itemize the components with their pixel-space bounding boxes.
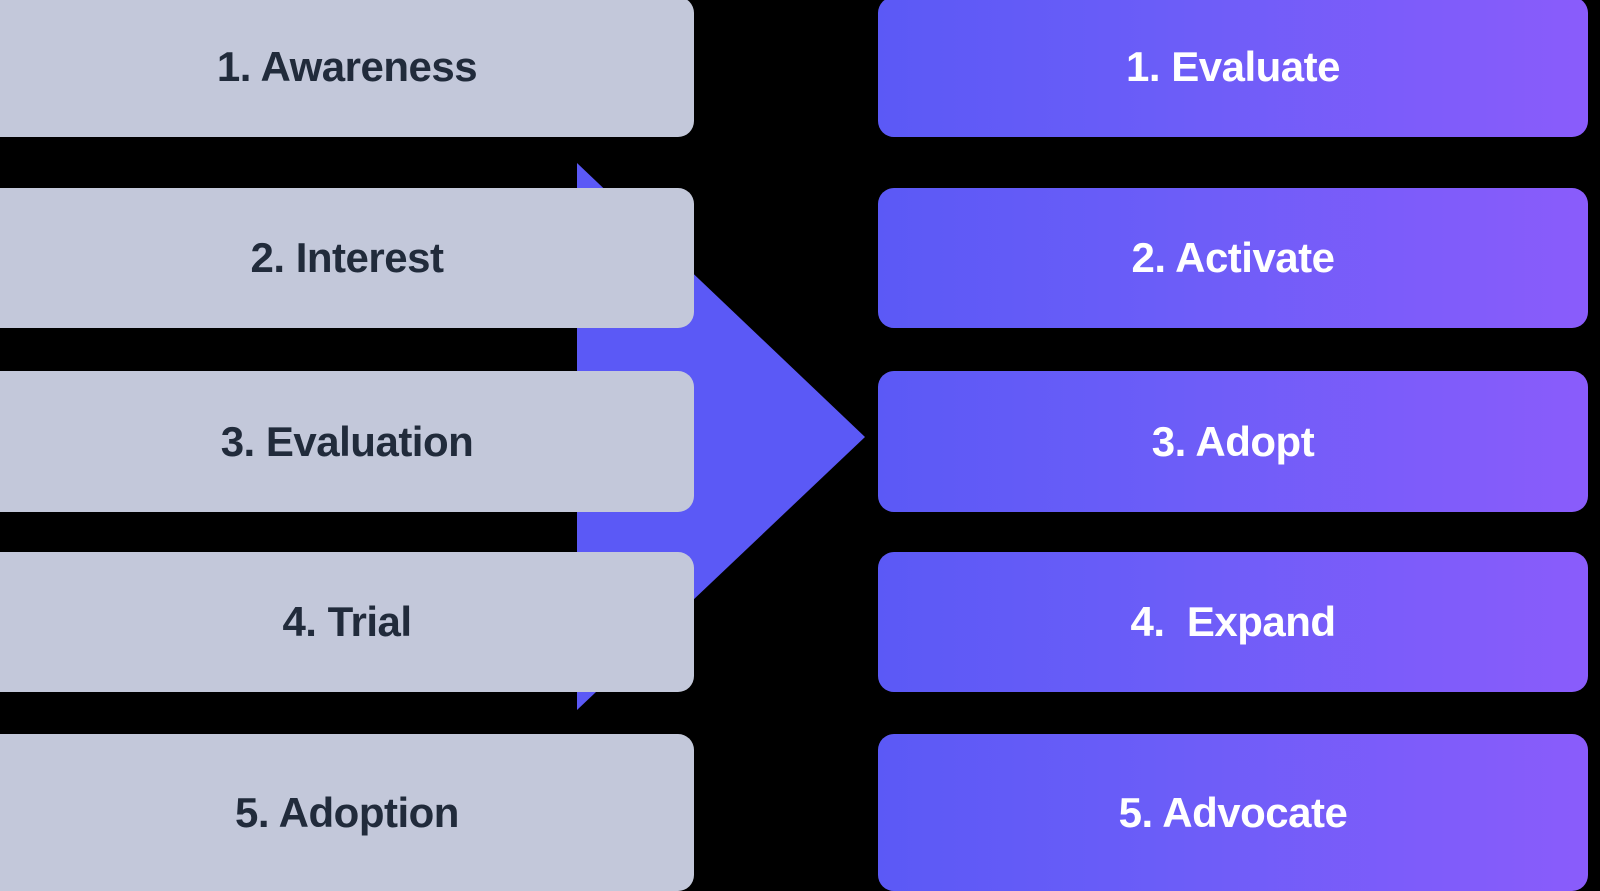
stage-card-advocate[interactable]: 5. Advocate <box>878 734 1588 891</box>
stage-label: 4. Expand <box>1130 598 1336 645</box>
stage-label: 2. Interest <box>250 234 444 281</box>
stage-card-adopt[interactable]: 3. Adopt <box>878 371 1588 512</box>
stage-card-expand[interactable]: 4. Expand <box>878 552 1588 692</box>
stage-label: 5. Adoption <box>235 788 459 836</box>
stage-card-trial[interactable]: 4. Trial <box>0 552 694 692</box>
stage-card-interest[interactable]: 2. Interest <box>0 188 694 328</box>
stage-label: 5. Advocate <box>1118 788 1348 836</box>
stage-card-awareness[interactable]: 1. Awareness <box>0 0 694 137</box>
stage-label: 1. Awareness <box>216 43 478 90</box>
stage-label: 2. Activate <box>1131 234 1335 281</box>
stage-label: 3. Evaluation <box>220 417 474 465</box>
stage-card-adoption[interactable]: 5. Adoption <box>0 734 694 891</box>
stage-label: 1. Evaluate <box>1126 43 1340 90</box>
stage-card-evaluation[interactable]: 3. Evaluation <box>0 371 694 512</box>
stage-card-evaluate[interactable]: 1. Evaluate <box>878 0 1588 137</box>
stage-card-activate[interactable]: 2. Activate <box>878 188 1588 328</box>
stage-label: 4. Trial <box>282 598 412 645</box>
stage-label: 3. Adopt <box>1151 417 1315 465</box>
